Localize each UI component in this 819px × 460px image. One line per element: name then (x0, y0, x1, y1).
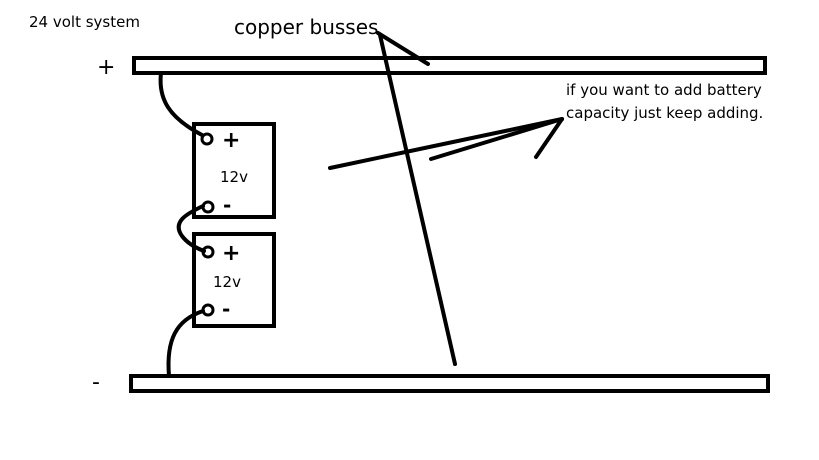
wire-positive-bus-to-battery-1 (158, 71, 204, 137)
battery-1-voltage: 12v (220, 168, 248, 186)
note-arrow-head-lower (534, 117, 564, 159)
battery-2: + - 12v (192, 232, 276, 328)
busses-label: copper busses (234, 15, 378, 39)
battery-2-minus-sign: - (222, 297, 230, 321)
note-arrow-head-upper (429, 117, 564, 161)
battery-1-positive-terminal (200, 132, 214, 146)
positive-bus-symbol: + (97, 55, 115, 80)
negative-bus-symbol: - (92, 370, 100, 395)
battery-1: + - 12v (192, 122, 276, 219)
pointer-to-bottom-bus (378, 33, 457, 366)
battery-2-plus-sign: + (222, 241, 240, 266)
wire-battery-2-to-negative-bus (166, 309, 205, 378)
note-line-2: capacity just keep adding. (566, 104, 763, 122)
pointer-to-top-bus (376, 31, 430, 66)
note-arrow-shaft (328, 117, 564, 170)
battery-1-plus-sign: + (222, 128, 240, 153)
wire-battery-1-to-battery-2 (176, 204, 206, 253)
note-line-1: if you want to add battery (566, 81, 762, 99)
battery-1-minus-sign: - (223, 193, 231, 217)
negative-bus-bar (129, 374, 770, 393)
battery-2-voltage: 12v (213, 273, 241, 291)
positive-bus-bar (132, 56, 767, 75)
system-title: 24 volt system (29, 13, 140, 31)
